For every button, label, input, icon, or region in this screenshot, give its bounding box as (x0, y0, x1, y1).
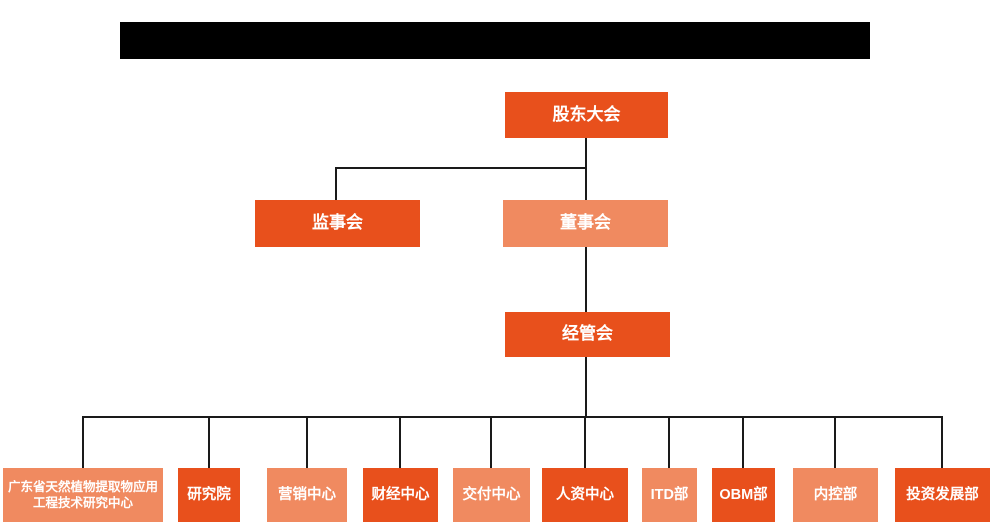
connector-branch-horizontal (336, 167, 587, 169)
org-node-hr-center: 人资中心 (542, 468, 628, 522)
org-node-board-of-directors: 董事会 (503, 200, 668, 247)
connector-board-to-management (585, 247, 587, 312)
org-node-investment-development-dept: 投资发展部 (895, 468, 990, 522)
org-node-research-institute: 研究院 (178, 468, 240, 522)
org-node-internal-control-dept: 内控部 (793, 468, 878, 522)
connector-drop-itd-dept (668, 416, 670, 468)
connector-departments-horizontal (83, 416, 943, 418)
connector-management-down (585, 357, 587, 416)
org-node-marketing-center: 营销中心 (267, 468, 347, 522)
connector-drop-hr-center (584, 416, 586, 468)
connector-drop-obm-dept (742, 416, 744, 468)
redacted-title-bar (120, 22, 870, 59)
connector-to-supervisory-board (335, 167, 337, 200)
org-node-itd-dept: ITD部 (642, 468, 697, 522)
org-node-plant-extract-research-center: 广东省天然植物提取物应用工程技术研究中心 (3, 468, 163, 522)
connector-drop-internal-control-dept (834, 416, 836, 468)
connector-drop-finance-center (399, 416, 401, 468)
connector-drop-research-center (82, 416, 84, 468)
connector-shareholders-to-board (585, 138, 587, 200)
connector-drop-delivery-center (490, 416, 492, 468)
org-node-management-committee: 经管会 (505, 312, 670, 357)
connector-drop-research-institute (208, 416, 210, 468)
connector-drop-marketing-center (306, 416, 308, 468)
org-node-delivery-center: 交付中心 (453, 468, 530, 522)
org-node-obm-dept: OBM部 (712, 468, 775, 522)
org-node-supervisory-board: 监事会 (255, 200, 420, 247)
org-node-finance-center: 财经中心 (363, 468, 438, 522)
connector-drop-investment-dept (941, 416, 943, 468)
org-node-shareholders-meeting: 股东大会 (505, 92, 668, 138)
